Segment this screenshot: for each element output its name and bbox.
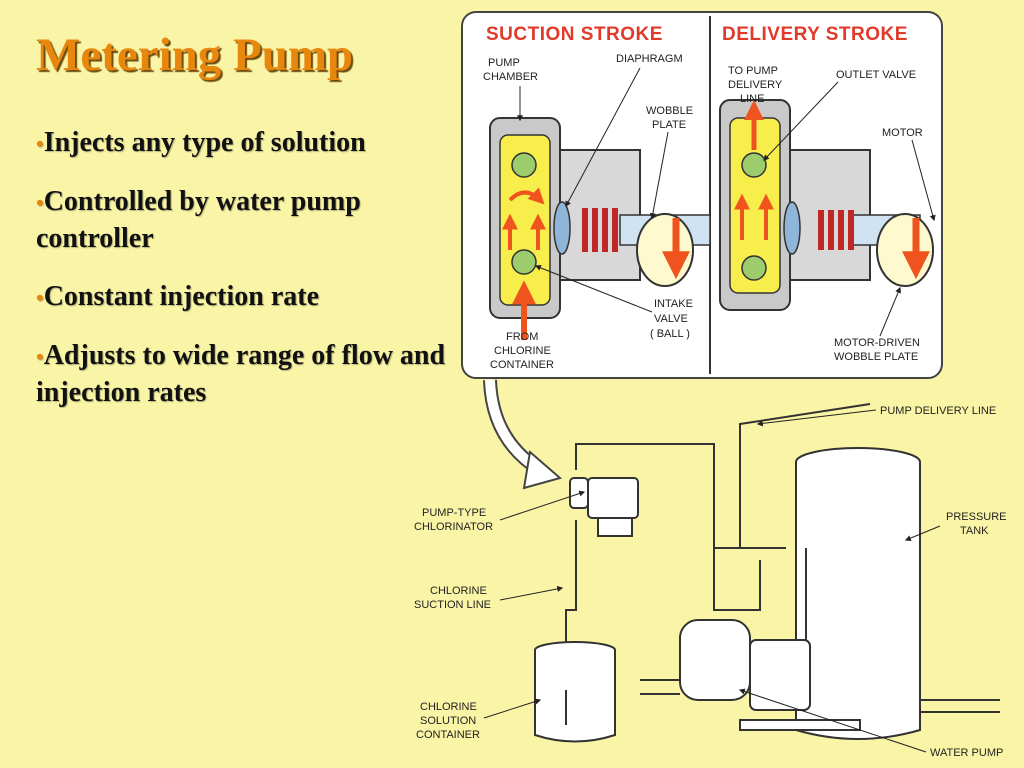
label-from-chlorine-3: CONTAINER bbox=[490, 359, 554, 371]
bullet-dot: • bbox=[36, 285, 44, 310]
slide-title: Metering Pump bbox=[36, 29, 354, 81]
label-wobble-plate-2: PLATE bbox=[652, 119, 686, 131]
bullet-item: •Injects any type of solution bbox=[36, 125, 456, 162]
label-to-pump-3: LINE bbox=[740, 93, 764, 105]
wobble-plate-disc bbox=[636, 213, 694, 287]
intake-ball bbox=[511, 249, 537, 275]
bullet-dot: • bbox=[36, 190, 44, 215]
outlet-ball bbox=[741, 152, 767, 178]
label-to-pump-1: TO PUMP bbox=[728, 65, 778, 77]
delivery-pump-illustration bbox=[719, 99, 934, 311]
label-motor-driven-1: MOTOR-DRIVEN bbox=[834, 337, 920, 349]
bullet-text: Controlled by water pump controller bbox=[36, 186, 361, 254]
label-pump-type-1: PUMP-TYPE bbox=[422, 507, 486, 519]
label-pump-type-2: CHLORINATOR bbox=[414, 521, 493, 533]
label-outlet-valve: OUTLET VALVE bbox=[836, 69, 916, 81]
label-pressure-tank-1: PRESSURE bbox=[946, 511, 1007, 523]
bullet-list: •Injects any type of solution •Controlle… bbox=[36, 125, 456, 433]
label-water-pump: WATER PUMP bbox=[930, 747, 1003, 759]
installation-labels: PUMP DELIVERY LINE PUMP-TYPE CHLORINATOR… bbox=[414, 405, 1007, 759]
label-from-chlorine-2: CHLORINE bbox=[494, 345, 551, 357]
water-pump-body bbox=[679, 619, 751, 701]
suction-pump-illustration bbox=[489, 117, 711, 340]
bullet-item: •Controlled by water pump controller bbox=[36, 184, 456, 257]
label-motor: MOTOR bbox=[882, 127, 923, 139]
label-suction-line-2: SUCTION LINE bbox=[414, 599, 491, 611]
delivery-stroke-header: DELIVERY STROKE bbox=[722, 24, 908, 45]
spring-coil bbox=[582, 208, 618, 252]
label-motor-driven-2: WOBBLE PLATE bbox=[834, 351, 918, 363]
chlorinator-body bbox=[587, 477, 639, 519]
bullet-item: •Constant injection rate bbox=[36, 279, 456, 316]
wobble-plate-disc bbox=[876, 213, 934, 287]
label-suction-line-1: CHLORINE bbox=[430, 585, 487, 597]
label-diaphragm: DIAPHRAGM bbox=[616, 53, 683, 65]
delivery-labels: TO PUMP DELIVERY LINE OUTLET VALVE MOTOR… bbox=[728, 65, 936, 363]
suction-stroke-header: SUCTION STROKE bbox=[486, 24, 663, 45]
label-intake-valve-1: INTAKE bbox=[654, 298, 693, 310]
outlet-ball bbox=[511, 152, 537, 178]
label-intake-valve-3: ( BALL ) bbox=[650, 328, 690, 340]
label-to-pump-2: DELIVERY bbox=[728, 79, 783, 91]
label-wobble-plate-1: WOBBLE bbox=[646, 105, 693, 117]
bullet-dot: • bbox=[36, 344, 44, 369]
label-pressure-tank-2: TANK bbox=[960, 525, 989, 537]
bullet-item: •Adjusts to wide range of flow and injec… bbox=[36, 338, 456, 411]
spring-coil bbox=[818, 210, 854, 250]
label-pump-chamber-2: CHAMBER bbox=[483, 71, 538, 83]
bullet-dot: • bbox=[36, 131, 44, 156]
panel-frame bbox=[461, 11, 943, 379]
installation-illustration bbox=[534, 403, 1000, 743]
bullet-text: Constant injection rate bbox=[43, 281, 319, 312]
diaphragm-disc bbox=[553, 201, 571, 255]
label-intake-valve-2: VALVE bbox=[654, 313, 688, 325]
label-solution-container-2: SOLUTION bbox=[420, 715, 476, 727]
label-solution-container-1: CHLORINE bbox=[420, 701, 477, 713]
bullet-text: Injects any type of solution bbox=[43, 127, 366, 158]
intake-ball bbox=[741, 255, 767, 281]
label-pump-chamber-1: PUMP bbox=[488, 57, 520, 69]
suction-labels: PUMP CHAMBER DIAPHRAGM WOBBLE PLATE INTA… bbox=[483, 53, 693, 371]
stroke-detail-panel: SUCTION STROKE DELIVERY STROKE bbox=[461, 11, 943, 379]
bullet-text: Adjusts to wide range of flow and inject… bbox=[36, 340, 446, 408]
label-pump-delivery-line: PUMP DELIVERY LINE bbox=[880, 405, 996, 417]
label-from-chlorine-1: FROM bbox=[506, 331, 538, 343]
label-solution-container-3: CONTAINER bbox=[416, 729, 480, 741]
